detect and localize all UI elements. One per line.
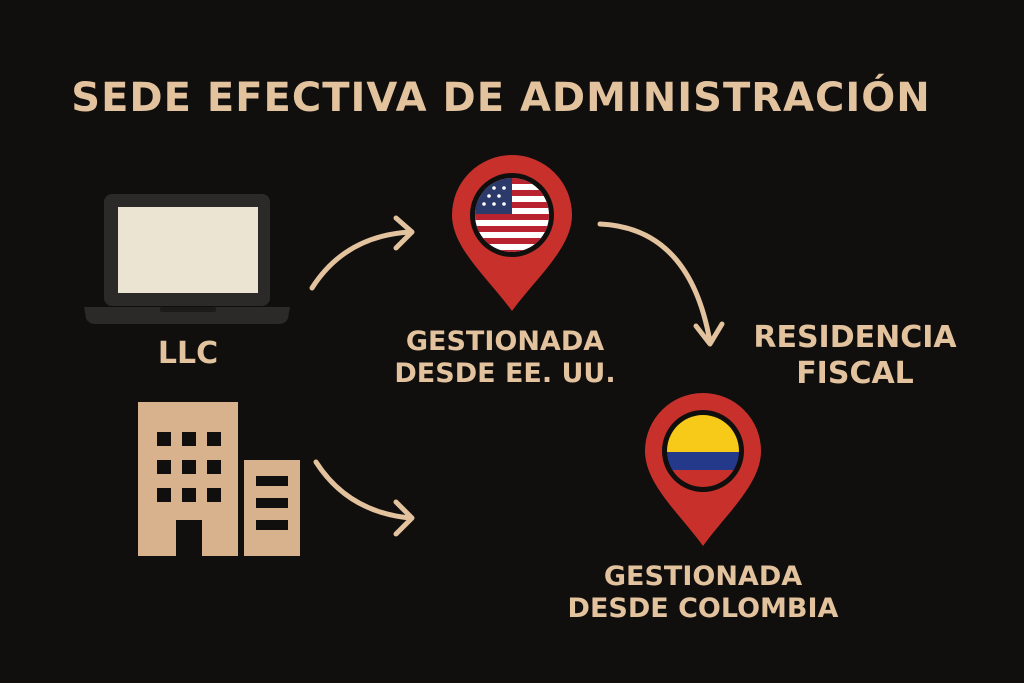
- building-icon: [138, 402, 300, 556]
- colombia-location-pin-icon: [645, 393, 761, 546]
- colombia-managed-label: GESTIONADA DESDE COLOMBIA: [548, 561, 858, 626]
- colombia-managed-label-line2: DESDE COLOMBIA: [567, 593, 839, 625]
- usa-managed-label: GESTIONADA DESDE EE. UU.: [380, 326, 630, 391]
- arrow-laptop-to-usa: [309, 229, 413, 291]
- arrow-usa-to-fiscal: [597, 221, 713, 345]
- fiscal-residence-label: RESIDENCIA FISCAL: [740, 320, 970, 392]
- llc-label: LLC: [157, 336, 219, 371]
- colombia-managed-label-line1: GESTIONADA: [603, 561, 803, 592]
- arrow-building-to-colombia: [313, 459, 413, 521]
- arrow-head-fiscal: [693, 321, 725, 347]
- arrow-head-colombia: [393, 499, 415, 537]
- laptop-icon: [84, 194, 290, 324]
- usa-managed-label-line1: GESTIONADA: [405, 326, 605, 357]
- fiscal-residence-label-line1: RESIDENCIA: [753, 320, 957, 355]
- usa-flag-icon: [475, 178, 549, 252]
- usa-location-pin-icon: [452, 155, 572, 311]
- fiscal-residence-label-line2: FISCAL: [796, 356, 914, 391]
- arrow-head-usa: [393, 215, 415, 251]
- flow-arrows: [309, 215, 725, 537]
- diagram-title: SEDE EFECTIVA DE ADMINISTRACIÓN: [71, 75, 931, 121]
- usa-managed-label-line2: DESDE EE. UU.: [394, 358, 616, 390]
